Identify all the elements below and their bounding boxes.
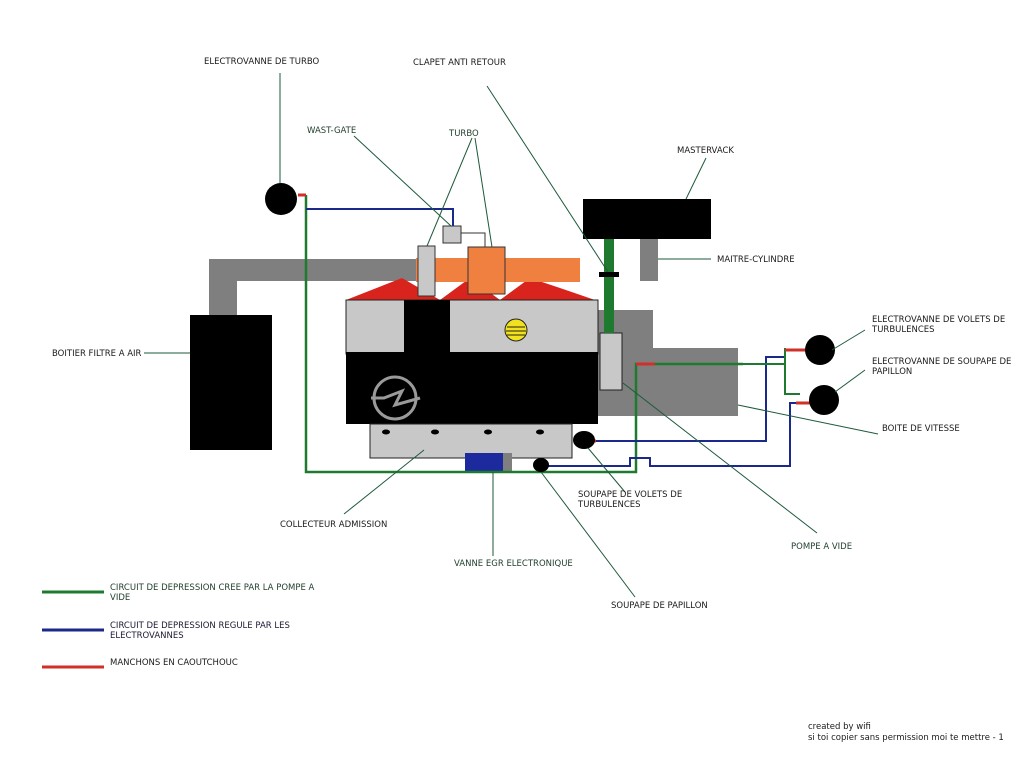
label-ev-papillon-1: ELECTROVANNE DE SOUPAPE DE <box>872 357 1011 367</box>
engine-block-bottom <box>346 352 598 424</box>
green-circuit-line <box>304 195 743 474</box>
mastervack <box>583 199 711 239</box>
credits-line-1: created by wifi <box>808 722 871 732</box>
label-soupape-volets-1: SOUPAPE DE VOLETS DE <box>578 490 682 500</box>
turbo-compressor <box>467 246 506 295</box>
air-filter-box <box>190 315 272 450</box>
label-ev-volets-2: TURBULENCES <box>871 325 935 335</box>
wastegate-actuator <box>442 225 462 244</box>
intake-pipe-vertical <box>209 259 237 319</box>
label-soupape-volets-2: TURBULENCES <box>577 500 641 510</box>
vacuum-line-to-mastervack <box>604 239 614 333</box>
intake-manifold <box>369 423 573 459</box>
label-pompe-vide: POMPE A VIDE <box>791 542 852 552</box>
label-wast-gate: WAST-GATE <box>307 126 356 136</box>
legend-text-green-2: VIDE <box>110 593 130 603</box>
legend-text-blue-1: CIRCUIT DE DEPRESSION REGULE PAR LES <box>110 621 290 631</box>
master-cylinder <box>640 239 658 281</box>
electrovanne-papillon-icon <box>809 385 839 415</box>
egr-valve <box>465 453 505 472</box>
legend-text-blue-2: ELECTROVANNES <box>110 631 184 641</box>
opel-logo-icon <box>371 375 421 421</box>
label-mastervack: MASTERVACK <box>677 146 734 156</box>
label-boitier-filtre: BOITIER FILTRE A AIR <box>52 349 142 359</box>
blue-circuit-turbo <box>306 208 454 226</box>
vacuum-pump <box>599 332 623 391</box>
blue-circuit-volets <box>596 356 785 442</box>
legend-text-green-1: CIRCUIT DE DEPRESSION CREE PAR LA POMPE … <box>110 583 315 593</box>
label-turbo: TURBO <box>448 129 479 139</box>
label-electrovanne-turbo: ELECTROVANNE DE TURBO <box>204 57 320 67</box>
legend-text-red: MANCHONS EN CAOUTCHOUC <box>110 658 238 668</box>
leader-lines <box>144 73 879 598</box>
label-collecteur: COLLECTEUR ADMISSION <box>280 520 387 530</box>
wastegate-actuator-rod <box>417 245 436 297</box>
egr-valve-cap <box>503 453 512 472</box>
intake-pipe-horizontal <box>209 259 421 281</box>
label-boite-vitesse: BOITE DE VITESSE <box>882 424 960 434</box>
label-ev-papillon-2: PAPILLON <box>872 367 912 377</box>
oil-cap-icon <box>504 318 528 342</box>
electrovanne-volets-icon <box>805 335 835 365</box>
electrovanne-turbo-icon <box>265 183 297 215</box>
check-valve-marker <box>599 272 619 277</box>
blue-circuit-papillon <box>547 402 800 467</box>
label-clapet-anti-retour: CLAPET ANTI RETOUR <box>413 58 506 68</box>
label-ev-volets-1: ELECTROVANNE DE VOLETS DE <box>872 315 1005 325</box>
legend: CIRCUIT DE DEPRESSION CREE PAR LA POMPE … <box>42 583 315 669</box>
soupape-volets-icon <box>573 431 595 449</box>
engine-block-black-column <box>404 300 450 356</box>
label-vanne-egr: VANNE EGR ELECTRONIQUE <box>454 559 573 569</box>
green-branch-electrovannes <box>743 363 800 395</box>
label-soupape-papillon: SOUPAPE DE PAPILLON <box>611 601 708 611</box>
credits-line-2: si toi copier sans permission moi te met… <box>808 733 1004 743</box>
engine-block-top <box>345 299 599 355</box>
soupape-papillon-icon <box>533 458 549 472</box>
label-maitre-cylindre: MAITRE-CYLINDRE <box>717 255 795 265</box>
